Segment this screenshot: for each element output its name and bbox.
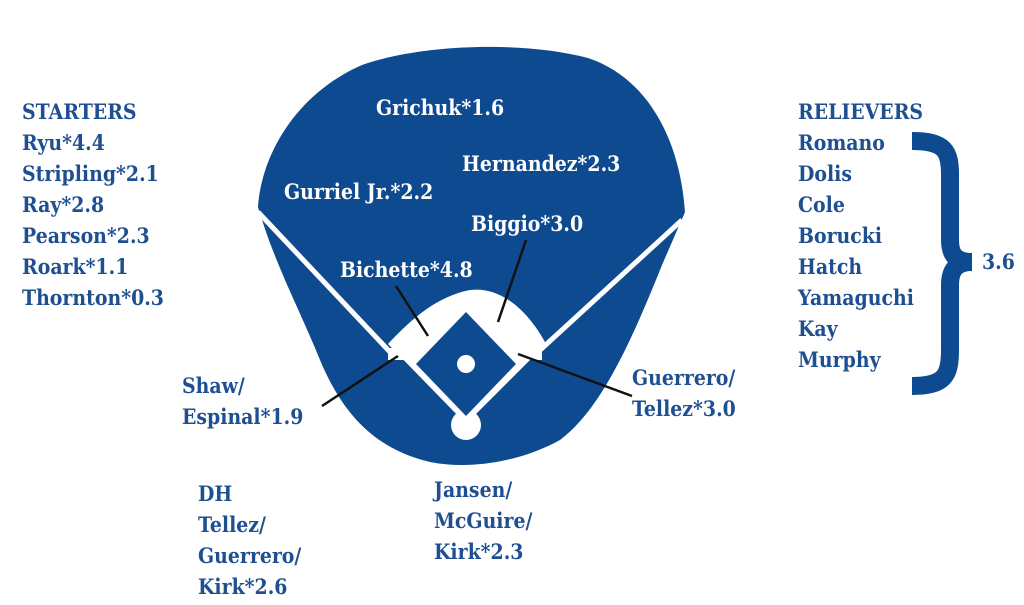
reliever-item: Dolis (798, 161, 852, 186)
dh-line: Tellez/ (198, 512, 266, 537)
starter-item: Ray*2.8 (22, 192, 105, 217)
center-field-label: Grichuk*1.6 (376, 95, 505, 120)
catcher-line: Kirk*2.3 (434, 539, 524, 564)
left-field-label: Gurriel Jr.*2.2 (284, 179, 434, 204)
starters-heading: STARTERS (22, 99, 137, 124)
catcher-label: Jansen/ McGuire/ Kirk*2.3 (434, 474, 532, 567)
left-foul-line (256, 210, 392, 354)
right-foul-line (536, 218, 684, 354)
first-base-line: Tellez*3.0 (632, 396, 736, 421)
third-base-line: Espinal*1.9 (182, 404, 304, 429)
reliever-item: Hatch (798, 254, 863, 279)
starter-item: Pearson*2.3 (22, 223, 150, 248)
home-plate-circle (451, 410, 481, 440)
pitchers-mound (457, 355, 475, 373)
third-base-label: Shaw/ Espinal*1.9 (182, 370, 303, 432)
reliever-item: Romano (798, 130, 885, 155)
starters-list: STARTERS Ryu*4.4 Stripling*2.1 Ray*2.8 P… (22, 96, 164, 313)
reliever-item: Borucki (798, 223, 883, 248)
first-base-callout-line (517, 352, 633, 398)
catcher-line: McGuire/ (434, 508, 533, 533)
dh-line: Guerrero/ (198, 543, 302, 568)
dh-label: DH Tellez/ Guerrero/ Kirk*2.6 (198, 478, 301, 602)
shortstop-callout-line (394, 285, 430, 337)
third-base-line: Shaw/ (182, 373, 245, 398)
right-field-label: Hernandez*2.3 (462, 151, 621, 176)
field-shape (258, 46, 685, 466)
dh-line: Kirk*2.6 (198, 574, 288, 599)
reliever-item: Murphy (798, 347, 881, 372)
dh-line: DH (198, 481, 233, 506)
second-base-label: Biggio*3.0 (471, 211, 584, 236)
reliever-item: Yamaguchi (798, 285, 914, 310)
relievers-heading: RELIEVERS (798, 99, 924, 124)
starter-item: Thornton*0.3 (22, 285, 164, 310)
relievers-list: RELIEVERS Romano Dolis Cole Borucki Hatc… (798, 96, 923, 375)
catcher-line: Jansen/ (434, 477, 513, 502)
first-base-label: Guerrero/ Tellez*3.0 (632, 362, 736, 424)
third-base-callout-line (321, 354, 399, 408)
second-base-callout-line (496, 239, 528, 323)
first-base-line: Guerrero/ (632, 365, 736, 390)
starter-item: Roark*1.1 (22, 254, 129, 279)
relievers-group-value: 3.6 (982, 249, 1015, 274)
starter-item: Ryu*4.4 (22, 130, 105, 155)
third-base-bag (388, 348, 410, 360)
reliever-item: Kay (798, 316, 838, 341)
shortstop-label: Bichette*4.8 (340, 257, 473, 282)
starter-item: Stripling*2.1 (22, 161, 159, 186)
reliever-item: Cole (798, 192, 845, 217)
relievers-brace (911, 132, 973, 395)
